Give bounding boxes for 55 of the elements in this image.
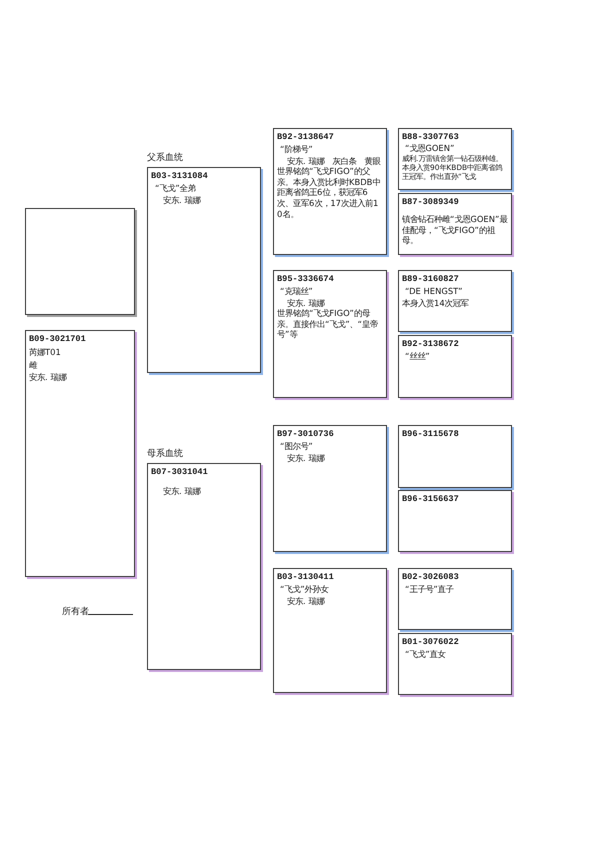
- pigeon-name: 芮娜T01: [29, 347, 62, 358]
- pedigree-card: [273, 270, 387, 398]
- ring-number: B01-3076022: [402, 637, 460, 648]
- owner-info: 安东. 瑞娜: [163, 194, 202, 206]
- pedigree-card: [398, 128, 512, 190]
- ring-number: B96-3156637: [402, 494, 460, 505]
- pedigree-card: [273, 568, 387, 693]
- pigeon-name: “飞戈”外孙女: [280, 584, 330, 595]
- pigeon-name: “王子号”直子: [405, 584, 455, 595]
- owner-info: 安东. 瑞娜: [287, 596, 326, 606]
- owner-info: 安东. 瑞娜: [29, 372, 68, 383]
- description: 本身入赏14次冠军: [402, 298, 470, 308]
- ring-number: B89-3160827: [402, 274, 460, 285]
- section-heading: 父系血统: [147, 152, 183, 164]
- pedigree-card: [398, 425, 512, 488]
- pigeon-name: “戈恩GOEN”: [405, 143, 456, 154]
- ring-number: B92-3138647: [277, 132, 335, 143]
- ring-number: B07-3031041: [151, 467, 209, 478]
- section-heading: 母系血统: [147, 448, 183, 460]
- ring-number: B03-3131084: [151, 171, 209, 182]
- ring-number: B09-3021701: [29, 334, 87, 345]
- pedigree-card: [25, 330, 135, 577]
- pedigree-card: [398, 490, 512, 552]
- pedigree-card: [398, 633, 512, 695]
- ring-number: B92-3138672: [402, 339, 460, 350]
- blank-frame: [25, 208, 135, 315]
- pedigree-card: [398, 568, 512, 630]
- ring-number: B03-3130411: [277, 572, 335, 583]
- pigeon-name: “DE HENGST”: [405, 286, 464, 297]
- description: 镇舍钻石种雌“戈恩GOEN”最佳配母，“飞戈FIGO”的祖母。: [402, 214, 508, 246]
- pedigree-card: [398, 335, 512, 398]
- owner-info: 安东. 瑞娜 灰白条 黄眼: [287, 156, 382, 166]
- pigeon-name: “飞戈”直女: [405, 649, 447, 660]
- pigeon-name: “克瑞丝”: [280, 286, 314, 297]
- pigeon-name: “阶梯号”: [280, 144, 314, 155]
- owner-info: 安东. 瑞娜: [287, 452, 326, 464]
- owner-label: 所有者: [62, 606, 89, 618]
- ring-number: B02-3026083: [402, 572, 460, 583]
- pigeon-name: “丝丝”: [405, 351, 431, 362]
- pigeon-name: “图尔号”: [280, 441, 314, 452]
- pigeon-name: “飞戈”全弟: [155, 183, 197, 194]
- owner-info: 安东. 瑞娜: [287, 298, 326, 308]
- pedigree-card: [273, 425, 387, 552]
- sex-label: 雌: [29, 360, 38, 370]
- pedigree-card: [273, 128, 387, 255]
- ring-number: B97-3010736: [277, 429, 335, 440]
- ring-number: B87-3089349: [402, 197, 460, 208]
- description: 世界铭鸽“飞戈FIGO”的母亲。直接作出“飞戈”、“皇帝号”等: [277, 308, 380, 340]
- pedigree-card: [398, 270, 512, 332]
- ring-number: B88-3307763: [402, 132, 460, 143]
- ring-number: B95-3336674: [277, 274, 335, 285]
- ring-number: B96-3115678: [402, 429, 460, 440]
- owner-info: 安东. 瑞娜: [163, 486, 202, 497]
- pedigree-card: [398, 193, 512, 255]
- description: 世界铭鸽“飞戈FIGO”的父亲。本身入赏比利时KBDB中距离省鸽王6位，获冠军6次、亚军6次，17次进入前10名。: [277, 166, 382, 220]
